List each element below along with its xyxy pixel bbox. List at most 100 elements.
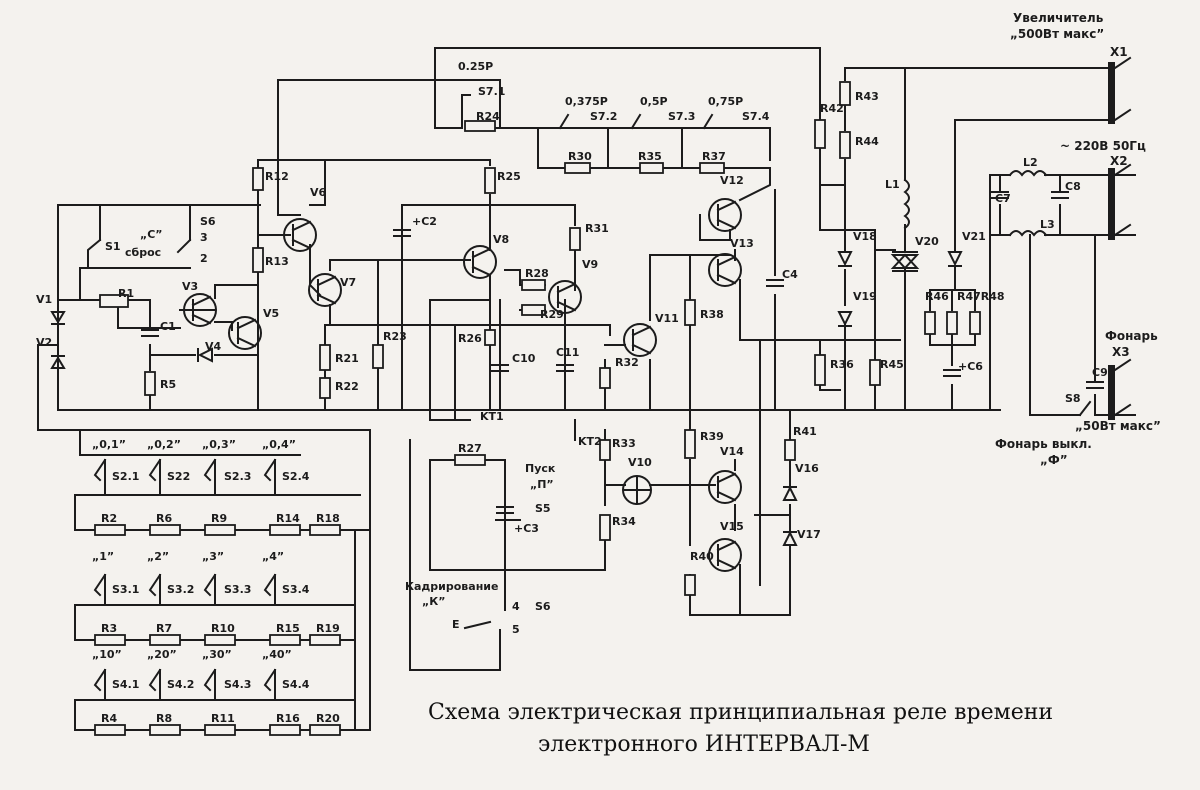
component-label: R32 [615,356,639,369]
component-label: „С” [140,228,163,241]
component-label: V6 [310,186,327,199]
component-label: V17 [797,528,821,541]
switch-label: S2.3 [224,470,251,483]
component-label: V15 [720,520,744,533]
diodes [50,251,963,546]
transistor-v6 [283,218,317,252]
mains-label: ~ 220В 50Гц [1060,139,1146,153]
component-label: C7 [995,192,1011,205]
time-mark-label: „0,4” [262,438,296,451]
component-label: V12 [720,174,744,187]
resistor-label: R20 [316,712,340,725]
component-label: R44 [855,135,879,148]
component-label: R27 [458,442,482,455]
component-label: R41 [793,425,817,438]
component-labels: Увеличитель „500Вт макс” X1 ~ 220В 50Гц … [36,11,1161,636]
component-label: R31 [585,222,609,235]
component-label: KT2 [578,435,602,448]
component-label: R40 [690,550,714,563]
switch-label: S3.3 [224,583,251,596]
resistor-label: R11 [211,712,235,725]
resistor-label: R9 [211,512,227,525]
resistor-label: R6 [156,512,172,525]
component-label: V3 [182,280,198,293]
output-x1-sub: „500Вт макс” [1010,27,1104,41]
component-label: L2 [1023,156,1038,169]
component-label: V2 [36,336,52,349]
switch-label: S4.3 [224,678,251,691]
time-mark-label: „30” [202,648,232,661]
time-mark-label: „1” [92,550,114,563]
resistor-label: R18 [316,512,340,525]
component-label: S6 [200,215,216,228]
component-label: V16 [795,462,819,475]
component-label: R30 [568,150,592,163]
resistor-label: R16 [276,712,300,725]
component-label: R5 [160,378,176,391]
time-mark-label: „20” [147,648,177,661]
transistor-v7 [308,273,342,307]
switch-label: S2.4 [282,470,310,483]
time-mark-label: „0,1” [92,438,126,451]
component-label: C9 [1092,366,1108,379]
component-label: R42 [820,102,844,115]
component-label: V10 [628,456,652,469]
resistor-label: R8 [156,712,172,725]
component-label: L1 [885,178,900,191]
component-label: R26 [458,332,482,345]
component-label: R23 [383,330,407,343]
component-label: 0,5Р [640,95,668,108]
output-x1-label: X1 [1110,45,1128,59]
caption-line-1: Схема электрическая принципиальная реле … [428,700,1054,725]
switch-label: S3.1 [112,583,139,596]
component-label: R43 [855,90,879,103]
component-label: 0.25Р [458,60,493,73]
component-label: V11 [655,312,679,325]
component-label: E [452,618,460,631]
component-label: R34 [612,515,636,528]
transistor-v11 [623,323,657,357]
component-label: Кадрирование [405,580,498,593]
component-label: 0,375Р [565,95,608,108]
output-connectors [1078,56,1132,420]
component-label: „К” [422,595,445,608]
caption-line-2: электронного ИНТЕРВАЛ-М [538,732,870,757]
component-label: R36 [830,358,854,371]
component-label: V1 [36,293,52,306]
resistor-label: R10 [211,622,235,635]
component-label: V14 [720,445,744,458]
time-mark-label: „2” [147,550,169,563]
component-label: S5 [535,502,551,515]
component-label: S1 [105,240,121,253]
transistor-v14 [708,470,742,504]
component-label: R22 [335,380,359,393]
resistor-label: R3 [101,622,117,635]
component-label: C11 [556,346,579,359]
component-label: V8 [493,233,509,246]
component-label: R47R48 [957,290,1005,303]
transistor-v8 [463,245,497,279]
switch-label: S3.2 [167,583,194,596]
component-label: V13 [730,237,754,250]
component-label: R28 [525,267,549,280]
component-label: C10 [512,352,536,365]
lamp-power-label: „50Вт макс” [1075,419,1161,433]
component-label: сброс [125,246,161,259]
resistor-label: R4 [101,712,117,725]
transistor-v5 [228,316,262,350]
component-label: +C6 [958,360,983,373]
component-label: R46 [925,290,949,303]
component-label: R24 [476,110,500,123]
switch-label: S2.1 [112,470,139,483]
component-label: R38 [700,308,724,321]
component-label: V18 [853,230,877,243]
component-label: V9 [582,258,598,271]
switch-contacts [87,94,714,692]
component-label: V19 [853,290,877,303]
time-mark-label: „4” [262,550,284,563]
time-mark-label: „40” [262,648,292,661]
component-label: C8 [1065,180,1081,193]
